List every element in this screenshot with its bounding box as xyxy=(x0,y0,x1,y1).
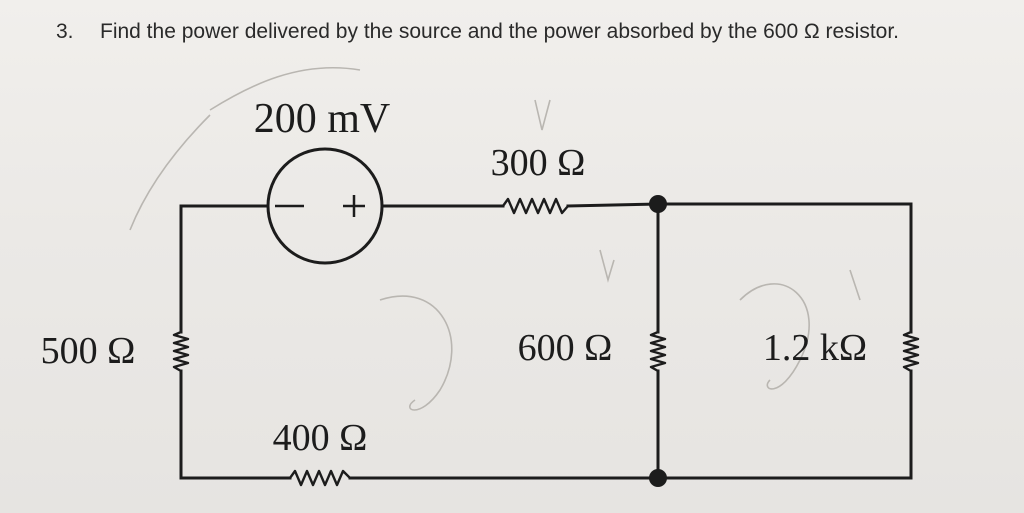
voltage-source xyxy=(266,147,384,265)
resistor-1200-label: 1.2 kΩ xyxy=(763,327,867,369)
wire-300-to-node xyxy=(566,202,660,208)
wires xyxy=(179,202,913,480)
resistor-1200-zigzag xyxy=(902,330,920,373)
node-top xyxy=(649,195,667,213)
question: 3. Find the power delivered by the source… xyxy=(56,20,899,44)
pencil-v1-mark xyxy=(534,99,551,131)
pencil-arc-top xyxy=(209,66,361,111)
resistor-600-zigzag xyxy=(649,330,667,373)
resistor-500-label: 500 Ω xyxy=(41,330,136,372)
pencil-arc-left xyxy=(129,114,211,231)
source-label: 200 mV xyxy=(254,96,391,142)
resistor-500-zigzag xyxy=(172,330,190,373)
resistor-zigzags xyxy=(172,197,920,487)
resistor-400-label: 400 Ω xyxy=(273,417,368,459)
resistor-600-label: 600 Ω xyxy=(518,327,613,369)
question-text: Find the power delivered by the source a… xyxy=(100,20,900,43)
pencil-annotations xyxy=(129,66,861,411)
pencil-v2-mark xyxy=(599,249,615,283)
question-number: 3. xyxy=(56,20,74,43)
pencil-loop-i1 xyxy=(379,295,453,411)
resistor-300-zigzag xyxy=(502,197,569,215)
resistor-400-zigzag xyxy=(289,469,351,487)
resistor-300-label: 300 Ω xyxy=(491,142,586,184)
pencil-loop-i2 xyxy=(739,283,810,390)
source-circle xyxy=(266,147,384,265)
node-bottom xyxy=(649,469,667,487)
pencil-v5-mark xyxy=(849,269,861,301)
